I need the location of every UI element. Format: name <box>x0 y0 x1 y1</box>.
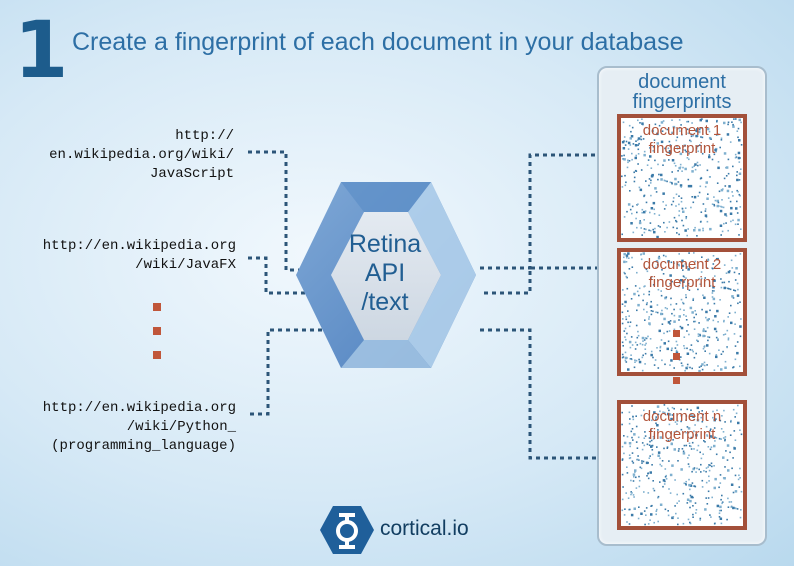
ellipsis-dot <box>153 327 161 335</box>
ellipsis-dot <box>673 353 680 360</box>
connector-url1-to-api <box>248 150 322 272</box>
url-javafx[interactable]: http://en.wikipedia.org /wiki/JavaFX <box>42 238 236 273</box>
url-javascript[interactable]: http:// en.wikipedia.org/wiki/ JavaScrip… <box>49 128 234 182</box>
fingerprint-label: document n fingerprint <box>642 408 722 443</box>
cortical-io-hexagon-icon <box>320 506 374 554</box>
fingerprint-label: document 1 fingerprint <box>642 122 722 157</box>
connector-url3-to-api <box>250 328 322 416</box>
connector-api-to-fp1 <box>480 153 610 270</box>
fingerprint-pattern <box>621 252 742 372</box>
fingerprint-card-n[interactable]: document n fingerprint <box>617 400 747 530</box>
fingerprints-panel-title: document fingerprints <box>632 71 732 113</box>
ellipsis-dot <box>153 351 161 359</box>
logo-text: cortical.io <box>380 517 469 540</box>
connector-api-to-fpn <box>480 328 610 460</box>
connector-api-to-fp2 <box>484 266 610 295</box>
url-python[interactable]: http://en.wikipedia.org /wiki/Python_ (p… <box>42 400 236 454</box>
fingerprint-card-2[interactable]: document 2 fingerprint <box>617 248 747 376</box>
fingerprint-pattern <box>621 404 743 526</box>
connector-url2-to-api <box>248 256 322 295</box>
ellipsis-dot <box>673 377 680 384</box>
ellipsis-dot <box>153 303 161 311</box>
ellipsis-dot <box>673 330 680 337</box>
retina-api-text: Retina API /text <box>348 230 422 316</box>
step-number: 1 <box>14 6 69 96</box>
fingerprint-label: document 2 fingerprint <box>642 256 722 291</box>
retina-api-hexagon <box>296 182 476 368</box>
retina-api-label: Retina API /text <box>332 230 438 317</box>
fingerprint-card-1[interactable]: document 1 fingerprint <box>617 114 747 242</box>
page-title: Create a fingerprint of each document in… <box>72 28 684 56</box>
fingerprint-pattern <box>621 118 743 238</box>
